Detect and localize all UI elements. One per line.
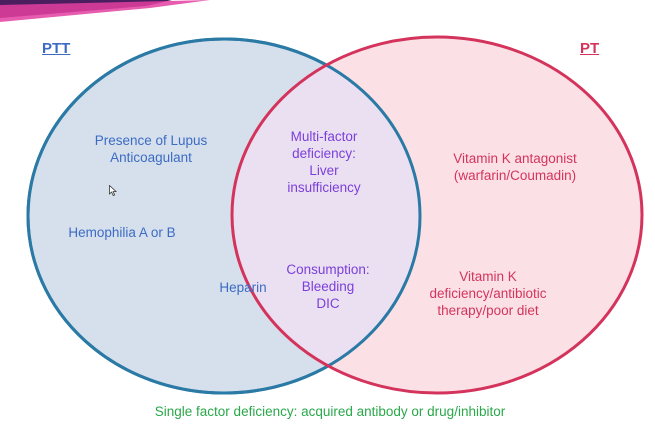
consumption-label: Consumption: Bleeding DIC: [286, 262, 370, 311]
heparin-label: Heparin: [219, 280, 267, 295]
lupus-anticoagulant-label: Presence of Lupus Anticoagulant: [94, 133, 208, 165]
mouse-pointer-icon: [109, 185, 117, 196]
ptt-circle-outline: [26, 37, 422, 395]
pt-circle-outline: [230, 35, 644, 395]
vitamin-k-deficiency-label: Vitamin K deficiency/antibiotic therapy/…: [429, 269, 547, 318]
pt-set-label: PT: [580, 40, 600, 57]
banner-pink-stripe: [0, 0, 210, 22]
hemophilia-label: Hemophilia A or B: [68, 225, 176, 240]
overlap-region: [232, 39, 420, 393]
multifactor-deficiency-label: Multi-factor deficiency: Liver insuffici…: [287, 129, 361, 195]
vitamin-k-antagonist-label: Vitamin K antagonist (warfarin/Coumadin): [453, 151, 577, 183]
ptt-set-label: PTT: [42, 40, 71, 57]
footer-caption: Single factor deficiency: acquired antib…: [154, 404, 506, 419]
